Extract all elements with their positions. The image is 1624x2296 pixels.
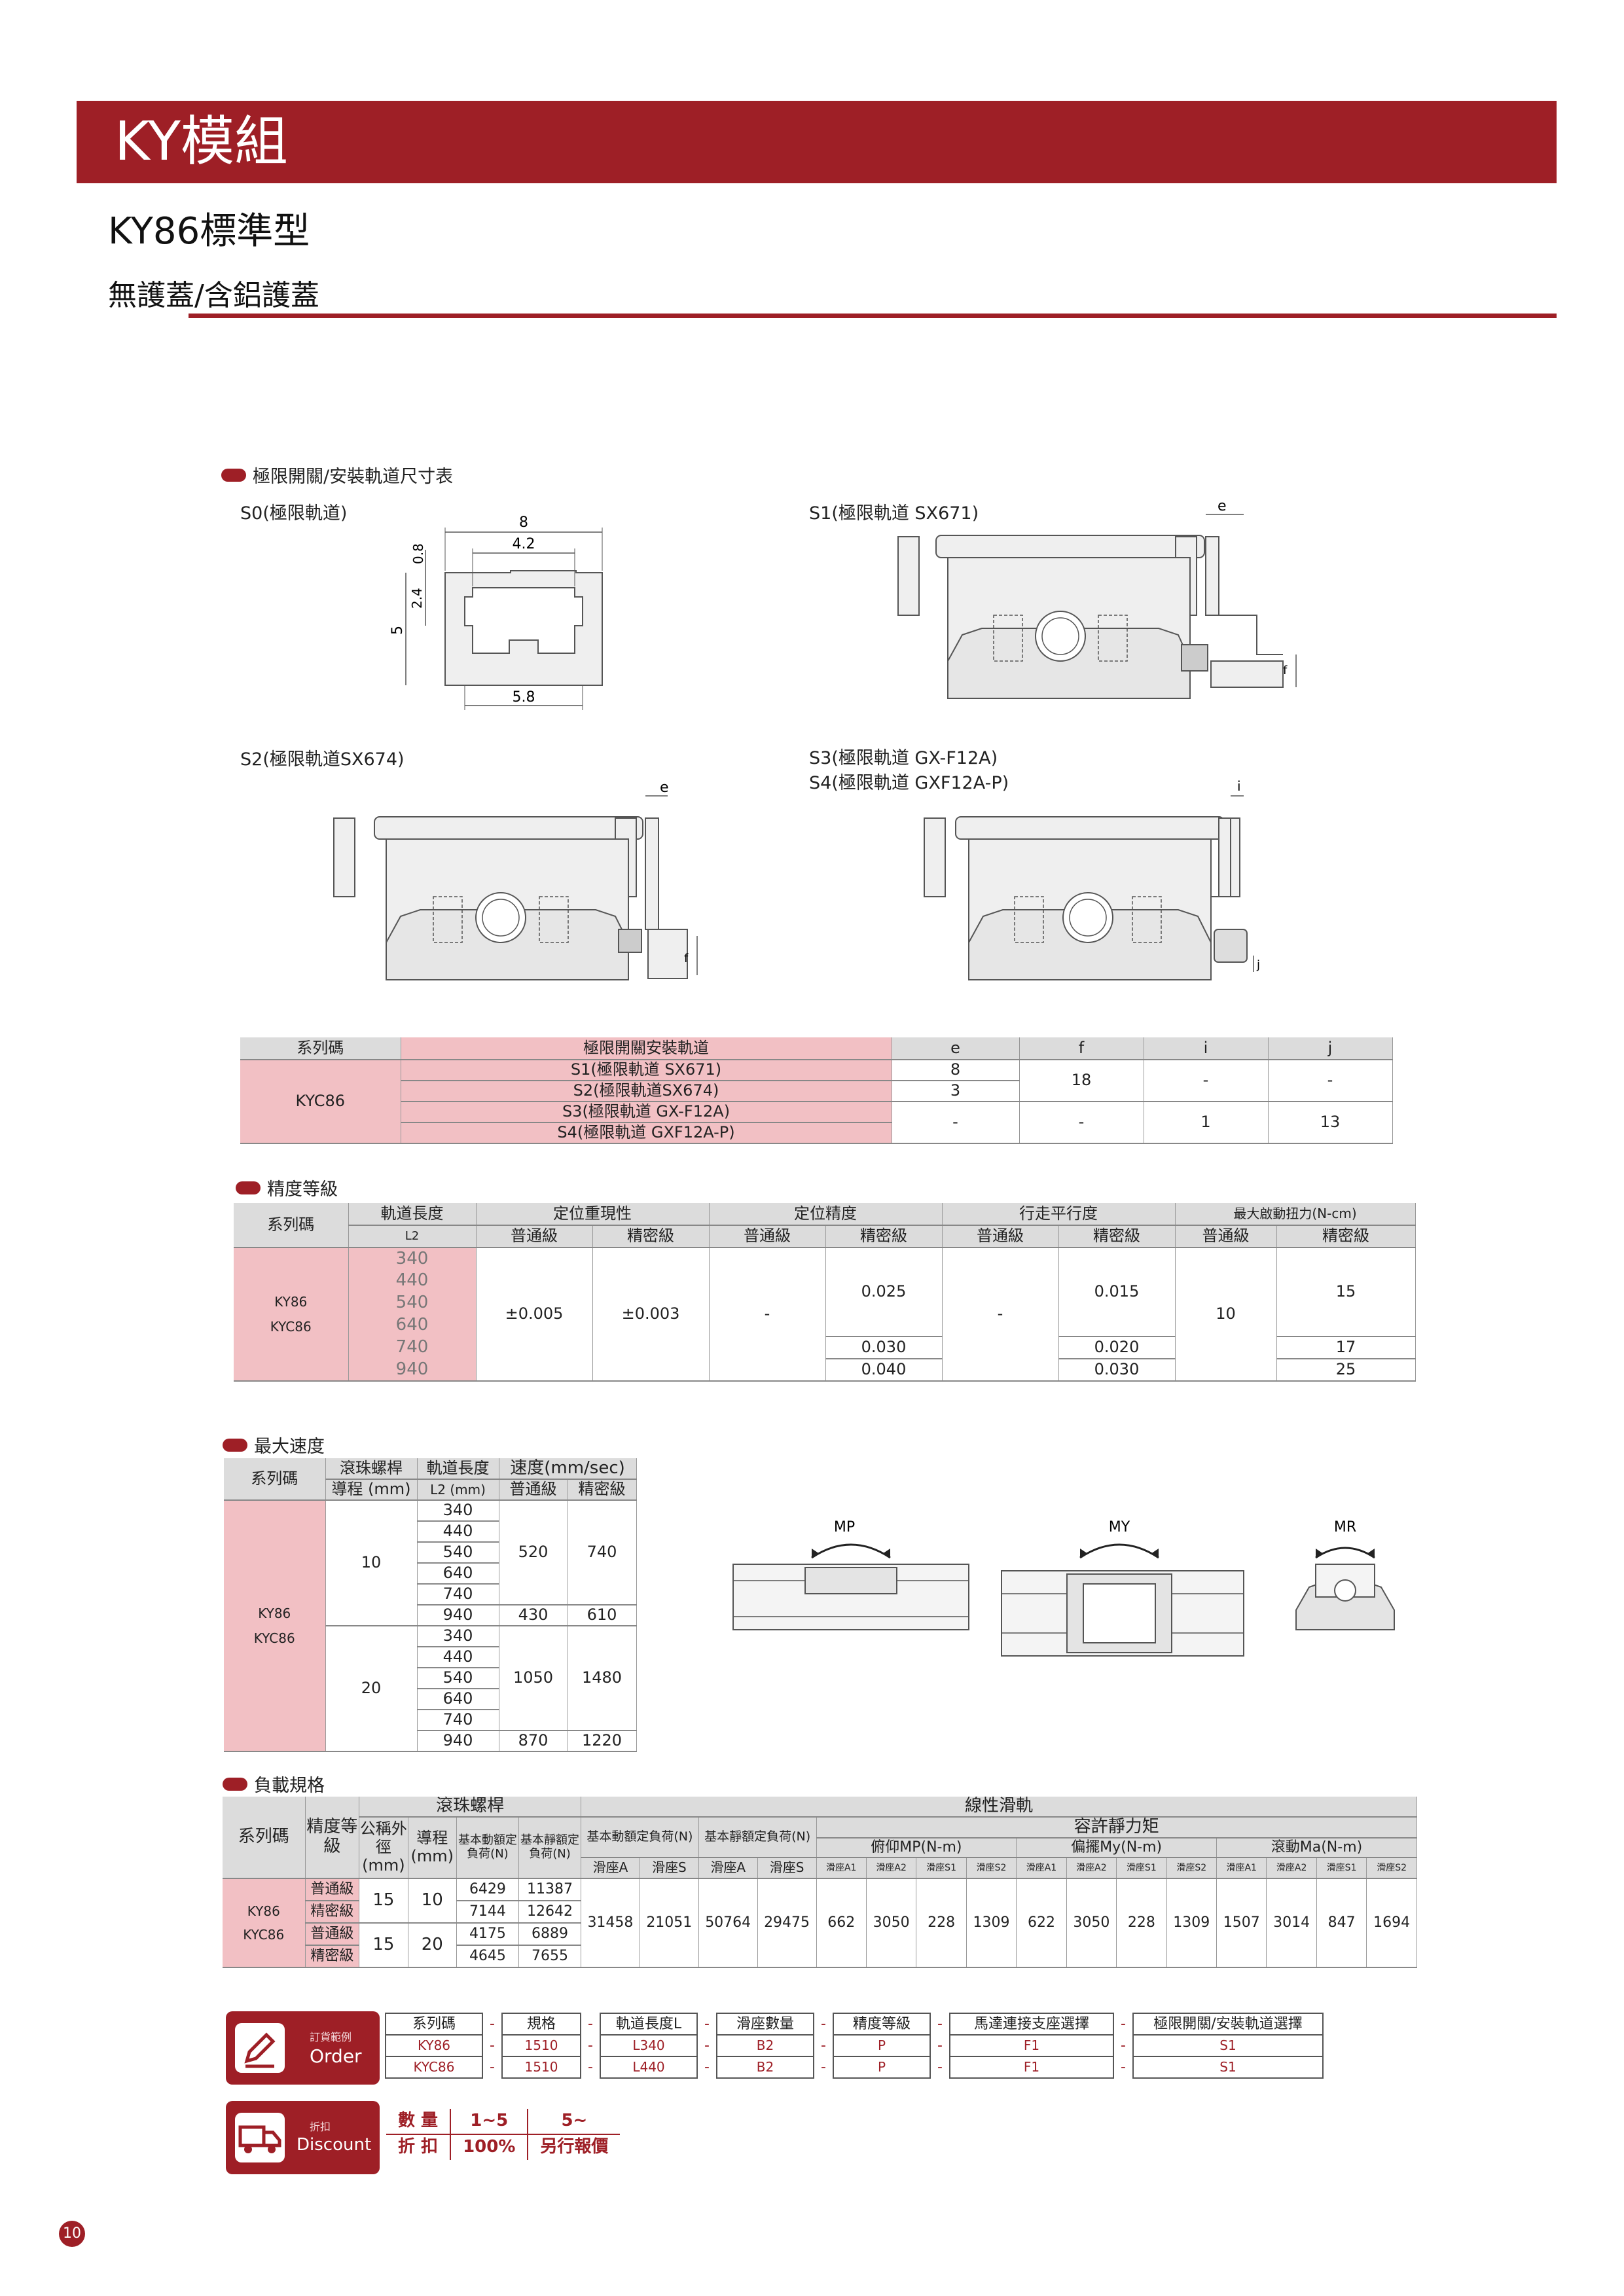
section-bullet-icon (236, 1181, 261, 1194)
order-header-row: 系列碼- 規格- 軌道長度L- 滑座數量- 精度等級- 馬達連接支座選擇- 極限… (385, 2013, 1324, 2036)
s3-i-label: i (1237, 779, 1241, 794)
table-row: 精密級 7144 12642 (223, 1900, 1417, 1924)
s4-label: S4(極限軌道 GXF12A-P) (809, 773, 1009, 793)
s3-rail-drawing: i j (924, 779, 1260, 980)
dim-8: 8 (519, 514, 528, 531)
page-title: KY模組 (115, 111, 288, 173)
rail-table-header: 系列碼 極限開關安裝軌道 e f i j (240, 1037, 1393, 1060)
truck-icon (235, 2113, 285, 2162)
rail-table: 系列碼 極限開關安裝軌道 e f i j KYC86 S1(極限軌道 SX671… (240, 1037, 1393, 1144)
s0-label: S0(極限軌道) (240, 503, 348, 524)
s3-j-label: j (1256, 958, 1260, 972)
table-row: 540 (224, 1668, 636, 1689)
order-row: KYC86- 1510- L440- B2- P- F1- S1 (385, 2056, 1324, 2079)
discount-badge: 折扣 Discount (226, 2101, 380, 2174)
model-title: KY86標準型 (108, 210, 310, 253)
table-row: 540 (224, 1542, 636, 1564)
accuracy-table: 系列碼 軌道長度 定位重現性 定位精度 行走平行度 最大啟動扭力(N-cm) L… (234, 1203, 1416, 1382)
s2-rail-drawing: e f (333, 780, 698, 980)
table-row: 440 (224, 1647, 636, 1668)
order-small-label: 訂貨範例 (310, 2031, 352, 2043)
discount-label: Discount (297, 2135, 372, 2155)
table-row: 普通級 15 20 4175 6889 (223, 1922, 1417, 1968)
table-row: 940 0.040 0.030 25 (234, 1359, 1416, 1382)
dim-0-8: 0.8 (410, 543, 426, 564)
table-row: 440 (224, 1521, 636, 1543)
s2-f-label: f (684, 952, 689, 965)
mp-label: MP (834, 1519, 855, 1535)
table-row: 折 扣 100% 另行報價 (386, 2134, 620, 2160)
load-table: 系列碼 精度等級 滾珠螺桿 線性滑軌 公稱外徑(mm) 導程(mm) 基本動額定… (223, 1797, 1417, 1968)
table-row: 940 430 610 (224, 1605, 637, 1626)
table-row: KYC86 S1(極限軌道 SX671) 8 18 - - (240, 1060, 1393, 1144)
table-row: 640 (234, 1314, 1415, 1336)
pencil-icon (235, 2023, 285, 2073)
discount-small-label: 折扣 (310, 2121, 331, 2133)
table-row: 440 (234, 1270, 1415, 1292)
dim-4-2: 4.2 (513, 536, 535, 552)
order-label: Order (310, 2045, 362, 2067)
table-row: 20 340 1050 1480 (224, 1626, 637, 1752)
table-row: 940 870 1220 (224, 1731, 637, 1752)
order-badge: 訂貨範例 Order (226, 2011, 380, 2085)
s2-e-label: e (660, 780, 669, 796)
order-table: 系列碼- 規格- 軌道長度L- 滑座數量- 精度等級- 馬達連接支座選擇- 極限… (385, 2013, 1324, 2079)
s2-label: S2(極限軌道SX674) (240, 749, 405, 770)
s1-e-label: e (1218, 498, 1227, 514)
s0-rail-drawing: 8 4.2 5.8 0.8 5 2.4 (389, 514, 603, 710)
rail-section-title: 極限開關/安裝軌道尺寸表 (221, 462, 453, 488)
moment-diagrams: MP MY MR (732, 1519, 1395, 1657)
my-label: MY (1109, 1519, 1130, 1535)
section-bullet-icon (223, 1777, 247, 1791)
dim-5-8: 5.8 (513, 689, 535, 706)
accuracy-title: 精度等級 (236, 1175, 338, 1200)
dim-5: 5 (389, 626, 406, 635)
table-row: S3(極限軌道 GX-F12A) - - 1 13 (240, 1102, 1393, 1144)
section-bullet-icon (223, 1438, 247, 1452)
model-subtitle: 無護蓋/含鋁護蓋 (108, 279, 319, 312)
page-number: 10 (59, 2221, 85, 2247)
table-row: 740 (224, 1710, 636, 1731)
my-diagram: MY (1001, 1519, 1244, 1657)
s1-rail-drawing: e f (897, 498, 1297, 699)
table-row: 740 (224, 1584, 636, 1605)
table-row: 740 0.030 0.020 17 (234, 1336, 1416, 1359)
table-row: 精密級 4645 7655 (223, 1945, 1417, 1968)
header-divider (189, 314, 1557, 318)
order-row: KY86- 1510- L340- B2- P- F1- S1 (385, 2034, 1324, 2057)
table-row: S4(極限軌道 GXF12A-P) (240, 1122, 1392, 1144)
s1-f-label: f (1283, 664, 1288, 677)
speed-table: 系列碼 滾珠螺桿 軌道長度 速度(mm/sec) 導程 (mm) L2 (mm)… (224, 1458, 637, 1752)
section-bullet-icon (221, 468, 246, 482)
mr-diagram: MR (1295, 1519, 1395, 1630)
header-banner (77, 101, 1557, 183)
table-row: 640 (224, 1689, 636, 1710)
dim-2-4: 2.4 (409, 588, 425, 609)
speed-title: 最大速度 (223, 1432, 325, 1458)
table-row: 數 量 1~5 5~ (386, 2109, 621, 2134)
load-title: 負載規格 (223, 1771, 325, 1797)
table-row: 640 (224, 1563, 636, 1585)
s3-label: S3(極限軌道 GX-F12A) (809, 748, 998, 768)
s1-label: S1(極限軌道 SX671) (809, 503, 979, 524)
table-row: S2(極限軌道SX674) 3 (240, 1081, 1392, 1102)
table-row: 540 (234, 1292, 1415, 1314)
discount-table: 數 量 1~5 5~ 折 扣 100% 另行報價 (386, 2109, 621, 2160)
mr-label: MR (1334, 1519, 1356, 1535)
mp-diagram: MP (732, 1519, 969, 1630)
